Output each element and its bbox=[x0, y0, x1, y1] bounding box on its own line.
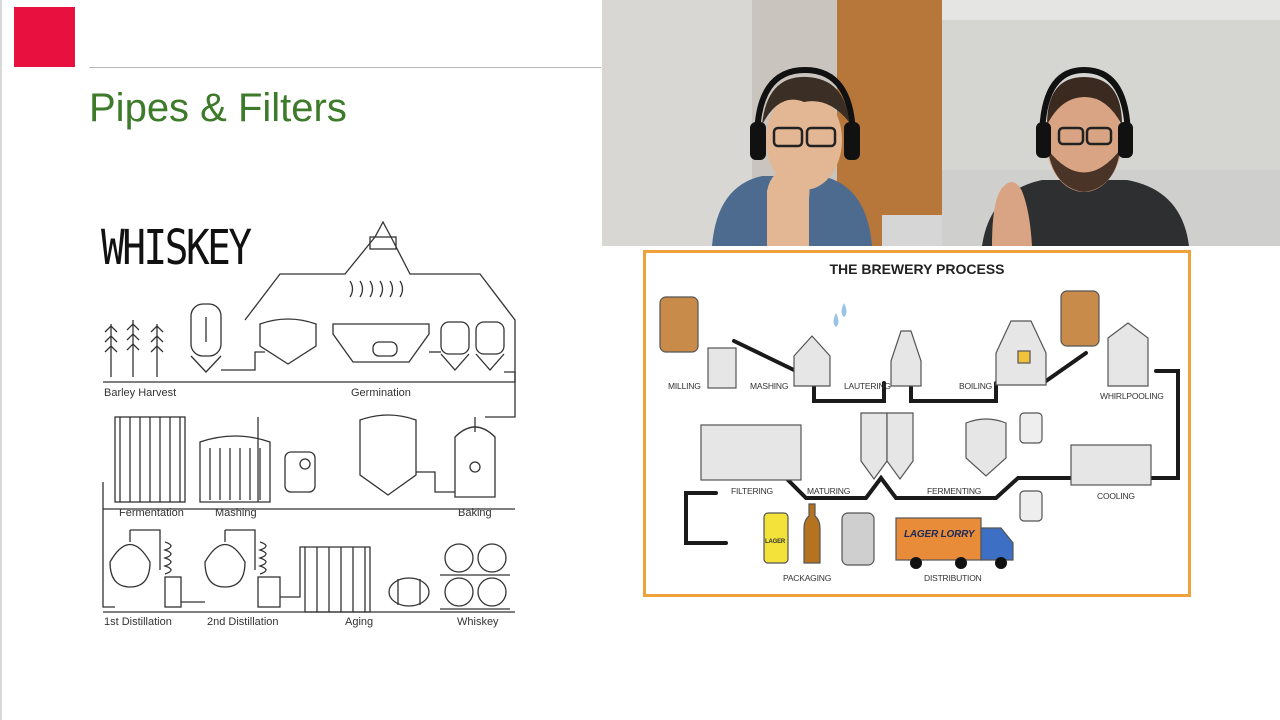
stage-label-fermentation: Fermentation bbox=[119, 507, 184, 519]
lauter-tun-icon bbox=[890, 330, 922, 387]
person-with-headset-icon bbox=[602, 0, 942, 246]
stage-label-germination: Germination bbox=[351, 387, 411, 399]
truck-text: LAGER LORRY bbox=[904, 529, 975, 540]
slide-title: Pipes & Filters bbox=[89, 86, 347, 130]
maturing-tank-icon bbox=[860, 412, 888, 481]
step-label-fermenting: FERMENTING bbox=[927, 486, 982, 496]
brewery-title: THE BREWERY PROCESS bbox=[829, 261, 1005, 277]
stage-label-1st-distillation: 1st Distillation bbox=[104, 616, 172, 628]
stage-label-barley-harvest: Barley Harvest bbox=[104, 387, 177, 399]
mash-tun-icon bbox=[793, 335, 831, 387]
fermenting-tank-icon bbox=[965, 418, 1007, 477]
whiskey-heading: WHISKEY bbox=[101, 220, 252, 276]
brand-accent-square bbox=[14, 7, 75, 67]
video-feed-participant-2[interactable] bbox=[942, 0, 1280, 246]
step-label-packaging: PACKAGING bbox=[783, 573, 832, 583]
keg-icon bbox=[841, 512, 875, 566]
person-with-headset-icon bbox=[942, 0, 1280, 246]
whirlpool-icon bbox=[1107, 322, 1149, 387]
stage-label-whiskey: Whiskey bbox=[457, 616, 499, 628]
brewery-process-diagram: THE BREWERY PROCESS MILLING MASHING LAUT… bbox=[643, 250, 1191, 597]
title-divider bbox=[89, 67, 601, 68]
step-label-cooling: COOLING bbox=[1097, 491, 1135, 501]
whiskey-diagram-drawing bbox=[102, 220, 516, 613]
mill-icon bbox=[707, 347, 737, 389]
truck-icon bbox=[895, 517, 982, 561]
beer-bottle-icon bbox=[803, 503, 821, 564]
stage-label-mashing: Mashing bbox=[215, 507, 257, 519]
cooler-icon bbox=[1070, 444, 1152, 486]
whiskey-process-diagram: WHISKEY Barley Harvest Germination Ferme… bbox=[95, 212, 525, 637]
step-label-mashing: MASHING bbox=[750, 381, 789, 391]
video-feed-participant-1[interactable] bbox=[602, 0, 942, 246]
beer-can-icon bbox=[763, 512, 789, 564]
stage-label-baking: Baking bbox=[458, 507, 492, 519]
hops-sack-icon bbox=[1060, 290, 1100, 347]
malt-sack-icon bbox=[659, 296, 699, 353]
step-label-boiling: BOILING bbox=[959, 381, 993, 391]
slide-edge bbox=[0, 0, 2, 720]
brewery-diagram-drawing bbox=[659, 290, 1180, 569]
can-text: LAGER bbox=[765, 539, 786, 545]
stage-label-2nd-distillation: 2nd Distillation bbox=[207, 616, 279, 628]
step-label-distribution: DISTRIBUTION bbox=[924, 573, 982, 583]
step-label-milling: MILLING bbox=[668, 381, 701, 391]
step-label-maturing: MATURING bbox=[807, 486, 851, 496]
filter-press-icon bbox=[700, 424, 802, 481]
step-label-lautering: LAUTERING bbox=[844, 381, 891, 391]
step-label-whirlpooling: WHIRLPOOLING bbox=[1100, 391, 1164, 401]
step-label-filtering: FILTERING bbox=[731, 486, 773, 496]
barley-icon bbox=[104, 320, 164, 377]
stage-label-aging: Aging bbox=[345, 616, 374, 628]
